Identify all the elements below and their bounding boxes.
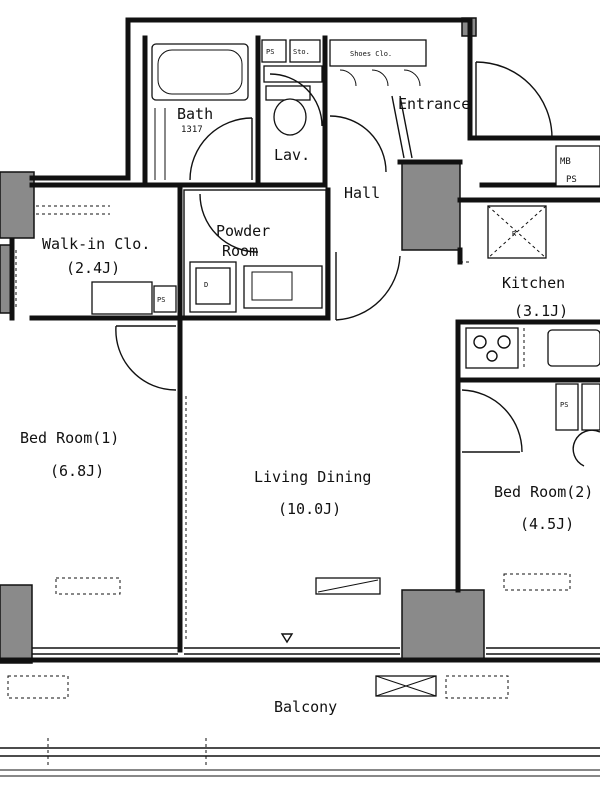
burner-3 — [486, 350, 498, 362]
bed2-door-swing — [461, 389, 523, 453]
bed1-area-label: (6.8J) — [50, 462, 104, 480]
bed2-label: Bed Room(2) — [494, 483, 593, 501]
storage-box — [289, 39, 321, 63]
powder-door-swing — [199, 193, 259, 253]
bathtub-inner — [157, 49, 243, 95]
walkin-shelf-top — [36, 205, 110, 215]
entrance-step — [391, 95, 413, 159]
bath-floor — [154, 108, 166, 180]
living-door-swing — [335, 255, 401, 321]
walkin-label: Walk-in Clo. — [42, 235, 150, 253]
balcony-hatch-cross — [375, 675, 437, 697]
burner-1 — [473, 335, 487, 349]
labels: Bath 1317 Lav. Entrance Hall Walk-in Clo… — [20, 48, 593, 716]
bed1-label: Bed Room(1) — [20, 429, 119, 447]
shoes-tag: Shoes Clo. — [350, 50, 392, 58]
bed1-aircon — [55, 577, 121, 595]
ps-top-tag: PS — [266, 48, 274, 56]
wall-right-top — [467, 17, 485, 141]
bed2-fixtures — [461, 383, 600, 591]
mb-box — [555, 145, 600, 187]
powder-label-2: Room — [222, 242, 258, 260]
living-area-label: (10.0J) — [278, 500, 341, 518]
structural-columns — [0, 17, 485, 664]
column-hall — [401, 161, 461, 251]
window-bed2 — [486, 647, 600, 655]
powder-sink-basin — [251, 271, 293, 301]
powder-fixtures — [183, 189, 327, 319]
shoes-closet — [329, 39, 427, 67]
closet-doors — [339, 69, 421, 87]
column-bottom-mid — [401, 589, 485, 661]
walkin-shelf-box — [91, 281, 153, 315]
living-entry-door — [335, 252, 401, 321]
balcony-unit-left — [7, 675, 69, 699]
powder-label-1: Powder — [216, 222, 270, 240]
bath-door-swing — [189, 117, 253, 181]
living-vent-line — [317, 579, 379, 593]
bath-label: Bath — [177, 105, 213, 123]
kitchen-area-label: (3.1J) — [514, 302, 568, 320]
kitchen-label: Kitchen — [502, 274, 565, 292]
washer-inner — [195, 267, 231, 305]
mb-ps-box — [555, 145, 600, 187]
window-living — [184, 647, 400, 655]
entrance-fixtures — [329, 39, 553, 173]
refrigerator-cross — [487, 205, 547, 259]
balcony-unit-right — [445, 675, 509, 699]
bath-fixtures — [151, 43, 253, 181]
balcony-rail-outer — [0, 747, 600, 757]
kitchen-sink — [547, 329, 600, 367]
ps-mb-tag: PS — [566, 175, 577, 185]
burner-2 — [497, 335, 511, 349]
refrigerator-tag: R — [512, 230, 517, 238]
entrance-door-swing — [475, 61, 553, 139]
windows — [32, 647, 600, 655]
bath-size-label: 1317 — [181, 125, 203, 135]
living-label: Living Dining — [254, 468, 371, 486]
stove — [465, 327, 519, 369]
dryer-tag: D — [204, 281, 208, 289]
walkin-ps-box — [153, 285, 177, 313]
walkin-area-label: (2.4J) — [66, 259, 120, 277]
hall-label: Hall — [344, 184, 380, 202]
balcony-label: Balcony — [274, 698, 337, 716]
window-bed1 — [32, 647, 178, 655]
bed1-door-swing — [115, 325, 177, 391]
lav-fixtures — [261, 39, 323, 136]
lav-counter — [263, 65, 323, 83]
sto-tag: Sto. — [293, 48, 310, 56]
powder-sink — [243, 265, 323, 309]
ps-bed2-tag: PS — [560, 401, 568, 409]
living-marker — [280, 633, 294, 644]
mb-tag: MB — [560, 157, 571, 167]
walkin-fixtures — [15, 205, 177, 315]
living-fixtures — [280, 577, 381, 644]
column-bottom-left — [0, 584, 33, 664]
toilet-bowl — [273, 98, 307, 136]
bed2-area-label: (4.5J) — [520, 515, 574, 533]
hall-door-swing — [329, 115, 387, 173]
bed2-aircon — [503, 573, 571, 591]
bed2-closet — [581, 383, 600, 431]
lav-door-swing — [269, 73, 323, 127]
walls — [0, 17, 600, 663]
bed2-closet-swing — [572, 429, 600, 467]
entrance-label: Entrance — [398, 95, 470, 113]
column-top-left — [0, 171, 35, 239]
bed1-fixtures — [55, 325, 187, 640]
bathtub — [151, 43, 249, 101]
balcony-rails — [0, 675, 600, 777]
balcony-rail-inner — [0, 769, 600, 777]
wall-top-left-step — [29, 17, 131, 181]
kitchen-fixtures — [460, 205, 600, 370]
ps-walkin-tag: PS — [157, 296, 165, 304]
powder-wall-inner — [183, 189, 327, 319]
bed2-ps-box — [555, 383, 579, 431]
lav-label: Lav. — [274, 146, 310, 164]
lav-ps-box — [261, 39, 287, 63]
toilet-tank — [265, 85, 311, 101]
